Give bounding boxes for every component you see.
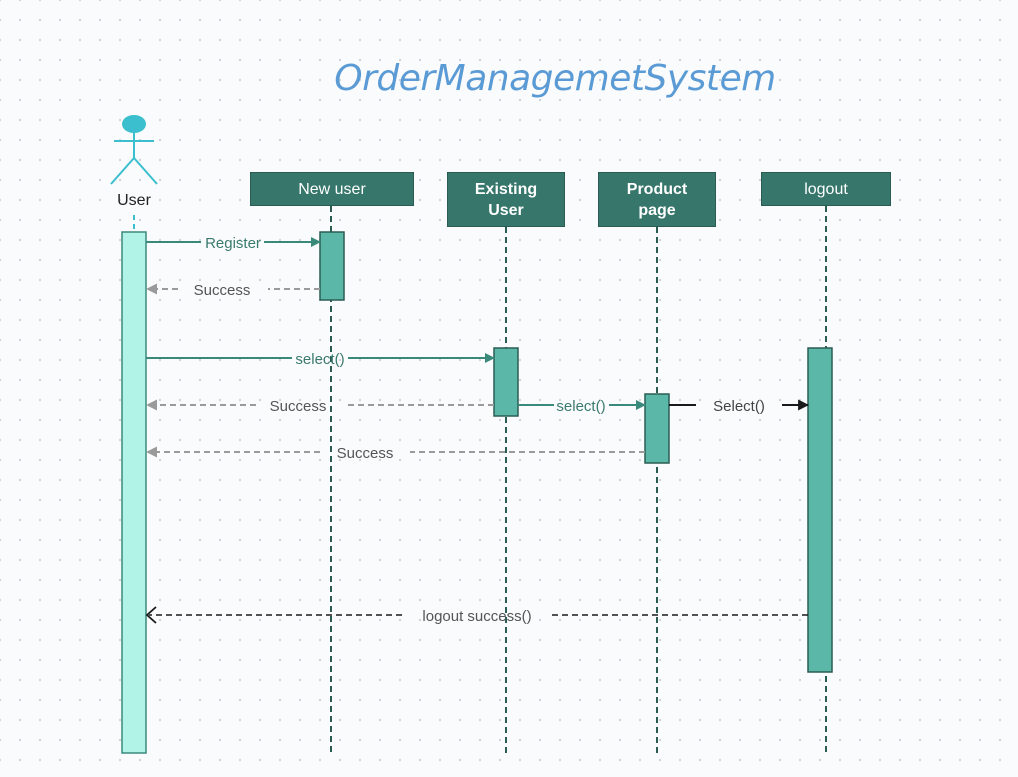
register-label: Register [205,235,261,252]
logout-header: logout [761,172,891,206]
select-label-1: select() [295,351,344,368]
existing-user-header: Existing User [447,172,565,227]
register-message: Register [146,235,321,252]
existing-user-header-line1: Existing [474,180,538,198]
select-logout-message: Select() [669,398,810,415]
select-existing-message: select() [146,351,495,368]
logout-header-label: logout [804,180,848,198]
user-actor-icon [110,115,158,185]
select-label-3: Select() [713,398,765,415]
logout-success-return: logout success() [145,606,808,625]
existing-user-activation-bar [493,347,519,417]
success-return-product-page: Success [146,445,645,462]
success-return-new-user: Success [146,282,320,299]
product-page-header-line2: page [638,201,676,219]
success-label-1: Success [194,282,251,299]
select-product-message: select() [518,398,646,415]
product-page-header: Product page [598,172,716,227]
success-return-existing-user: Success [146,398,494,415]
success-label-3: Success [337,445,394,462]
logout-activation-bar [807,347,833,673]
success-label-2: Success [270,398,327,415]
new-user-header: New user [250,172,414,206]
new-user-activation-bar [319,231,345,301]
existing-user-header-line2: User [488,201,524,219]
user-actor-label: User [117,192,151,209]
product-page-activation-bar [644,393,670,464]
new-user-header-label: New user [298,180,366,198]
product-page-header-line1: Product [626,180,688,198]
user-activation-bar [121,231,147,754]
diagram-title: OrderManagemetSystem [334,58,776,99]
logout-success-label: logout success() [422,608,531,625]
select-label-2: select() [556,398,605,415]
